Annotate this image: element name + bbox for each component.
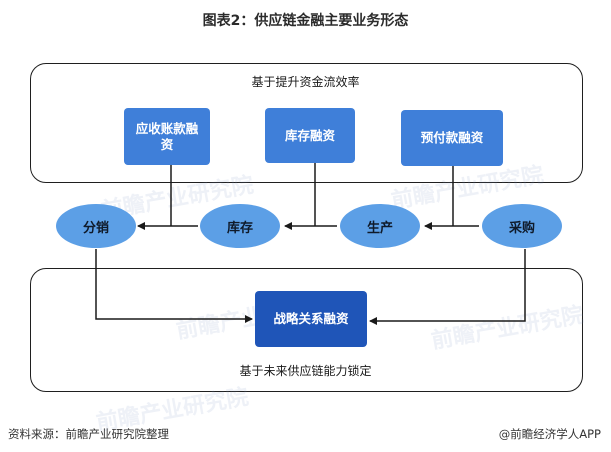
stage-procurement: 采购 [482,204,562,248]
receivables-financing-box: 应收账款融资 [124,108,210,165]
funds-efficiency-caption: 基于提升资金流效率 [251,75,360,89]
source-note: 资料来源：前瞻产业研究院整理 [8,427,169,441]
stage-distribution: 分销 [56,204,136,248]
diagram-title: 图表2：供应链金融主要业务形态 [202,13,409,29]
brand-credit: @前瞻经济学人APP [498,427,601,441]
arrow-procurement-to-strategic [369,249,526,325]
arrow-distribution-to-strategic [95,249,253,323]
prepayment-financing-box: 预付款融资 [401,110,503,166]
supply-chain-lock-caption: 基于未来供应链能力锁定 [239,364,372,378]
supply-chain-lock-panel [30,268,583,392]
stage-production: 生产 [340,204,420,248]
stage-inventory: 库存 [200,204,280,248]
inventory-financing-box: 库存融资 [265,108,355,163]
strategic-relationship-financing-box: 战略关系融资 [255,291,367,347]
funds-efficiency-panel [30,63,583,183]
